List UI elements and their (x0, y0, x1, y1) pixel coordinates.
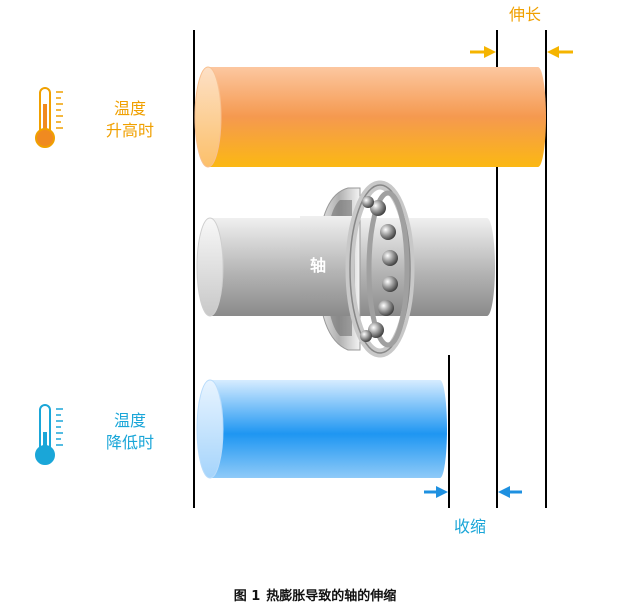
thermometer-hot-icon (35, 87, 63, 148)
hot-shaft-cylinder (194, 66, 546, 168)
cold-label-line1: 温度 (113, 411, 146, 430)
cold-label: 温度 降低时 (90, 410, 170, 454)
thermometer-cold-icon (35, 404, 63, 465)
expand-label: 伸长 (508, 5, 541, 24)
hot-label-line2: 升高时 (105, 121, 154, 140)
hot-label-line1: 温度 (113, 99, 146, 118)
shaft-label: 轴 (309, 256, 326, 275)
bearing (300, 180, 415, 358)
caption-text: 热膨胀导致的轴的伸缩 (266, 589, 397, 604)
cold-shaft-cylinder (196, 379, 447, 479)
figure-caption: 图 1 热膨胀导致的轴的伸缩 (0, 585, 630, 604)
cold-label-line2: 降低时 (105, 433, 154, 452)
expand-arrows (470, 46, 573, 58)
shrink-label: 收缩 (453, 517, 486, 536)
hot-label: 温度 升高时 (90, 98, 170, 142)
caption-number: 图 1 (233, 589, 261, 604)
shrink-arrows (424, 486, 522, 498)
